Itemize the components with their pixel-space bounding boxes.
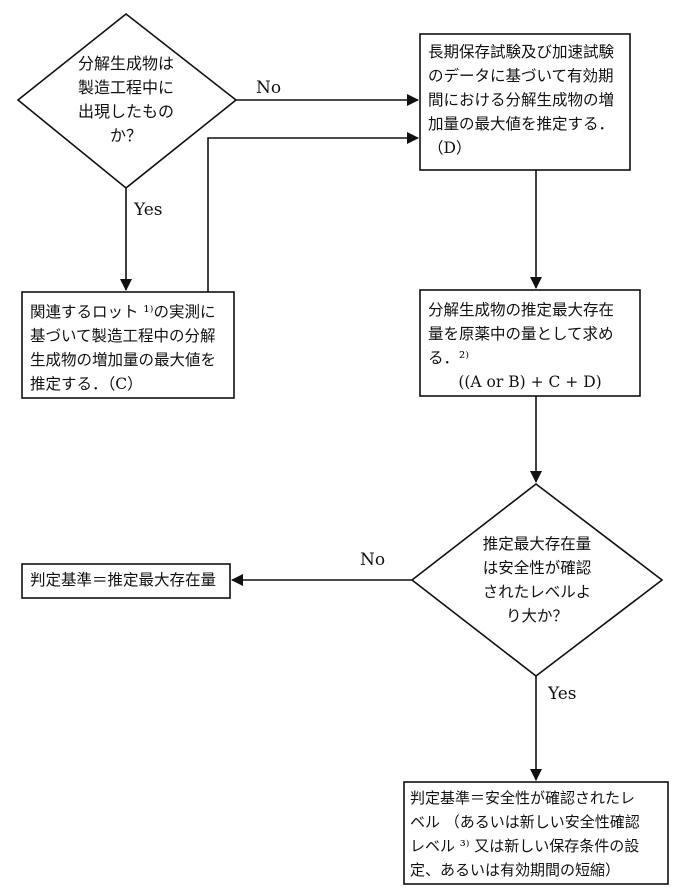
edge-label-no-top: No xyxy=(256,78,282,98)
process-calc: 分解生成物の推定最大存在 量を原薬中の量として求め る．²⁾ ((A or B)… xyxy=(420,292,640,400)
result-estimate-text: 判定基準＝推定最大存在量 xyxy=(30,571,217,589)
process-manufacture-text: 関連するロット ¹⁾の実測に 基づいて製造工程中の分解 生成物の増加量の最大値を… xyxy=(30,303,217,393)
edge-label-no-bottom: No xyxy=(360,550,386,570)
process-storage-text: 長期保存試験及び加速試験 のデータに基づいて有効期 間における分解生成物の増 加… xyxy=(428,43,615,157)
decision-safety-text: 推定最大存在量 は安全性が確認 されたレベルよ り大か？ xyxy=(482,535,592,625)
edge-label-yes-bottom: Yes xyxy=(548,684,577,704)
edge-manufacture-to-storage xyxy=(207,132,419,292)
edge-label-yes-left: Yes xyxy=(134,200,163,220)
decision-manufacture-text: 分解生成物は 製造工程中に 出現したもの か？ xyxy=(77,54,174,145)
result-box-safety xyxy=(403,781,669,885)
process-calc-formula: ((A or B) + C + D) xyxy=(458,373,602,391)
process-box-manufacture xyxy=(21,291,235,399)
process-calc-text: 分解生成物の推定最大存在 量を原薬中の量として求め る．²⁾ xyxy=(428,301,615,367)
result-safety-text: 判定基準＝安全性が確認されたレ ベル （あるいは新しい安全性確認 レベル ³⁾ … xyxy=(410,789,640,879)
process-box-storage xyxy=(419,33,631,171)
process-box-calc xyxy=(419,289,641,397)
result-box-estimate xyxy=(21,563,231,599)
